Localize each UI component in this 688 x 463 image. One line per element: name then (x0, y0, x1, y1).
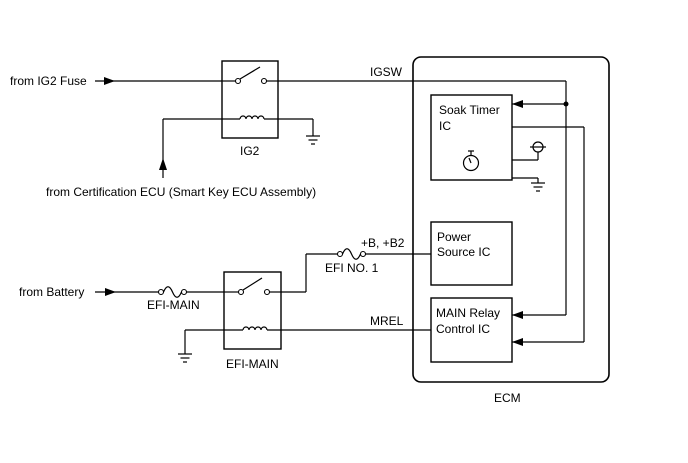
b-b2-label: +B, +B2 (361, 236, 405, 250)
soak-timer-ic-box (430, 94, 513, 181)
efi-no1-label: EFI NO. 1 (325, 261, 379, 275)
relay-switch-icon (222, 66, 278, 85)
soak-timer-ic-label-1: Soak Timer (439, 103, 500, 117)
main-relay-control-ic-label-1: MAIN Relay (436, 306, 500, 320)
arrow-right-icon (105, 288, 116, 296)
arrow-left-icon (512, 100, 523, 108)
power-source-ic-label-2: Source IC (437, 245, 491, 259)
mrel-label: MREL (370, 314, 404, 328)
relay-coil-icon (163, 115, 313, 120)
ground-icon (178, 330, 192, 363)
relay-coil-icon (185, 326, 431, 331)
efi-main-relay-box (223, 271, 282, 350)
fuse-icon (336, 248, 367, 260)
efi-main-fuse-label: EFI-MAIN (147, 298, 200, 312)
arrow-right-icon (104, 77, 115, 85)
fuse-icon (157, 286, 188, 298)
power-supply-icon (512, 141, 546, 161)
ecm-box (412, 56, 610, 383)
igsw-label: IGSW (370, 65, 403, 79)
ig2-relay-label: IG2 (240, 144, 260, 158)
soak-timer-ic-label-2: IC (439, 119, 451, 133)
from-ig2-fuse-label: from IG2 Fuse (10, 74, 87, 88)
arrow-left-icon (512, 338, 523, 346)
main-relay-control-ic-label-2: Control IC (436, 322, 490, 336)
efi-main-relay-label: EFI-MAIN (226, 357, 279, 371)
ig2-relay-box (221, 60, 279, 139)
from-battery-label: from Battery (19, 285, 84, 299)
relay-switch-icon (224, 277, 281, 296)
from-certification-ecu-label: from Certification ECU (Smart Key ECU As… (46, 185, 316, 199)
ecm-label: ECM (494, 391, 521, 405)
ground-icon (306, 119, 320, 145)
timer-icon (462, 150, 480, 172)
arrow-up-icon (159, 158, 167, 170)
arrow-left-icon (512, 311, 523, 319)
power-source-ic-box (430, 221, 513, 286)
ground-icon (512, 177, 545, 192)
power-source-ic-label-1: Power (437, 230, 471, 244)
